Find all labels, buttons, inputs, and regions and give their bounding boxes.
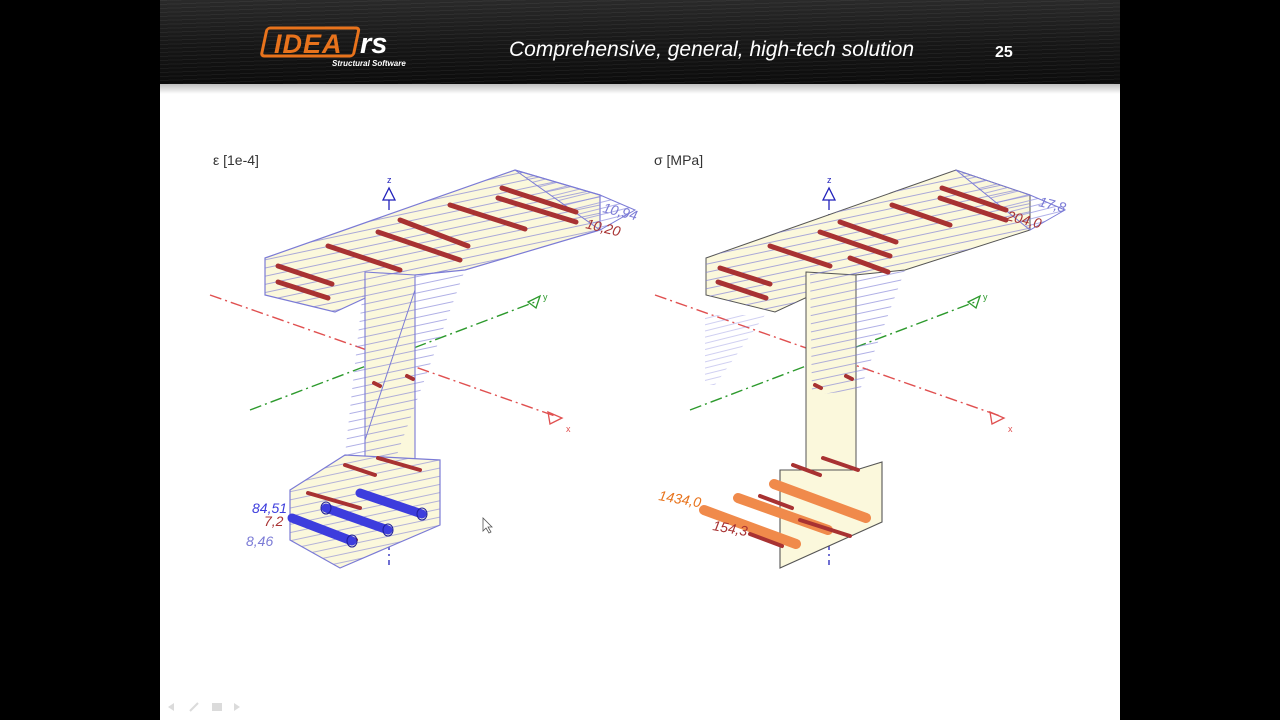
page-number: 25	[995, 44, 1013, 61]
rebar	[325, 243, 403, 273]
rebar	[939, 185, 1009, 213]
y-axis-line	[249, 301, 536, 411]
next-slide-icon[interactable]	[234, 703, 240, 711]
strain-value-bottom-2: 7,2	[264, 513, 284, 529]
rebar	[847, 255, 891, 275]
previous-slide-icon[interactable]	[168, 703, 174, 711]
rebar	[275, 263, 335, 287]
slide: IDEA rs Structural Software Comprehensiv…	[160, 0, 1120, 720]
stress-value-bottom-2: 154,3	[711, 517, 748, 539]
stress-value-top-outer: 17,8	[1037, 193, 1068, 215]
rebar	[937, 195, 1009, 223]
rebar-end	[346, 534, 358, 548]
web-hatch	[345, 270, 465, 460]
rebar	[798, 518, 852, 538]
mid-rebars	[791, 374, 860, 477]
y-axis-icon: y	[966, 292, 988, 310]
svg-text:y: y	[543, 292, 548, 302]
rebar	[321, 503, 393, 535]
web-hatch-left	[705, 315, 765, 385]
pen-icon[interactable]	[189, 702, 199, 712]
web-hatch	[810, 270, 905, 395]
y-axis-line	[689, 301, 976, 411]
top-rebars	[715, 185, 1009, 301]
rebar	[758, 494, 794, 510]
rebar	[837, 219, 899, 245]
rebar	[343, 463, 377, 477]
svg-text:x: x	[1008, 424, 1013, 434]
rebar	[275, 279, 331, 301]
rebar	[699, 505, 801, 549]
stress-value-bottom-1: 1434,0	[657, 487, 702, 510]
rebar	[748, 532, 784, 548]
svg-text:y: y	[983, 292, 988, 302]
rebar	[306, 491, 362, 510]
bottom-flange	[779, 461, 883, 569]
svg-text:x: x	[566, 424, 571, 434]
strain-diagram: z y x 10,94 10,20 84,51 7,2 8,46	[209, 169, 639, 569]
slide-subtitle: Comprehensive, general, high-tech soluti…	[509, 38, 915, 61]
top-rebars	[275, 185, 579, 301]
rebar	[355, 488, 427, 519]
z-axis-icon: z	[381, 175, 397, 201]
x-axis-icon: x	[547, 410, 571, 434]
rebar	[715, 279, 769, 301]
svg-text:IDEA: IDEA	[274, 29, 343, 59]
strain-panel-label: ε [1e-4]	[213, 152, 259, 168]
rebar	[767, 243, 833, 269]
rebar	[375, 229, 463, 263]
rebar	[769, 479, 871, 523]
web-diagonal	[364, 289, 416, 441]
rebar	[889, 202, 953, 228]
mouse-cursor-icon	[482, 517, 493, 534]
rebar-end	[416, 507, 428, 521]
slideshow-toolbar[interactable]	[164, 700, 254, 714]
rebar	[717, 265, 773, 287]
rebar	[287, 513, 357, 546]
svg-text:Structural Software: Structural Software	[332, 59, 406, 68]
red-bottom-rebars	[748, 494, 852, 548]
stress-diagram: z y x 17,8 204,0 1434,0 154,3	[654, 169, 1068, 569]
stress-strain-diagrams: z y x 10,94 10,20 84,51 7,2 8,46	[209, 169, 1068, 569]
x-axis-icon: x	[989, 410, 1013, 434]
strain-value-bottom-3: 8,46	[246, 533, 273, 549]
rebar	[372, 381, 382, 388]
idea-rs-logo: IDEA rs Structural Software	[260, 26, 406, 68]
rebar	[447, 202, 528, 232]
header-bar: IDEA rs Structural Software Comprehensiv…	[160, 0, 1120, 84]
rebar	[495, 195, 579, 225]
top-flange-hatch	[706, 170, 1030, 312]
rebar	[397, 217, 471, 249]
rebar	[821, 456, 860, 472]
rebar	[376, 456, 422, 472]
rebar	[844, 374, 854, 381]
blue-rebar-ends	[320, 501, 428, 548]
z-axis-icon: z	[821, 175, 837, 201]
svg-text:z: z	[387, 175, 392, 185]
rebar	[405, 374, 415, 381]
rebar	[791, 463, 822, 477]
blue-rebars	[287, 488, 427, 546]
rebar-end	[382, 523, 394, 537]
stress-panel-label: σ [MPa]	[654, 152, 704, 168]
menu-icon[interactable]	[212, 703, 222, 711]
rebar-end	[320, 501, 332, 515]
rebar	[813, 383, 823, 390]
svg-text:z: z	[827, 175, 832, 185]
header-shadow	[160, 84, 1120, 94]
strain-value-bottom-1: 84,51	[252, 500, 287, 516]
rebar	[817, 229, 893, 259]
bottom-flange-hatch	[290, 455, 440, 568]
rebar	[499, 185, 579, 215]
y-axis-icon: y	[526, 292, 548, 310]
svg-text:rs: rs	[360, 28, 387, 60]
